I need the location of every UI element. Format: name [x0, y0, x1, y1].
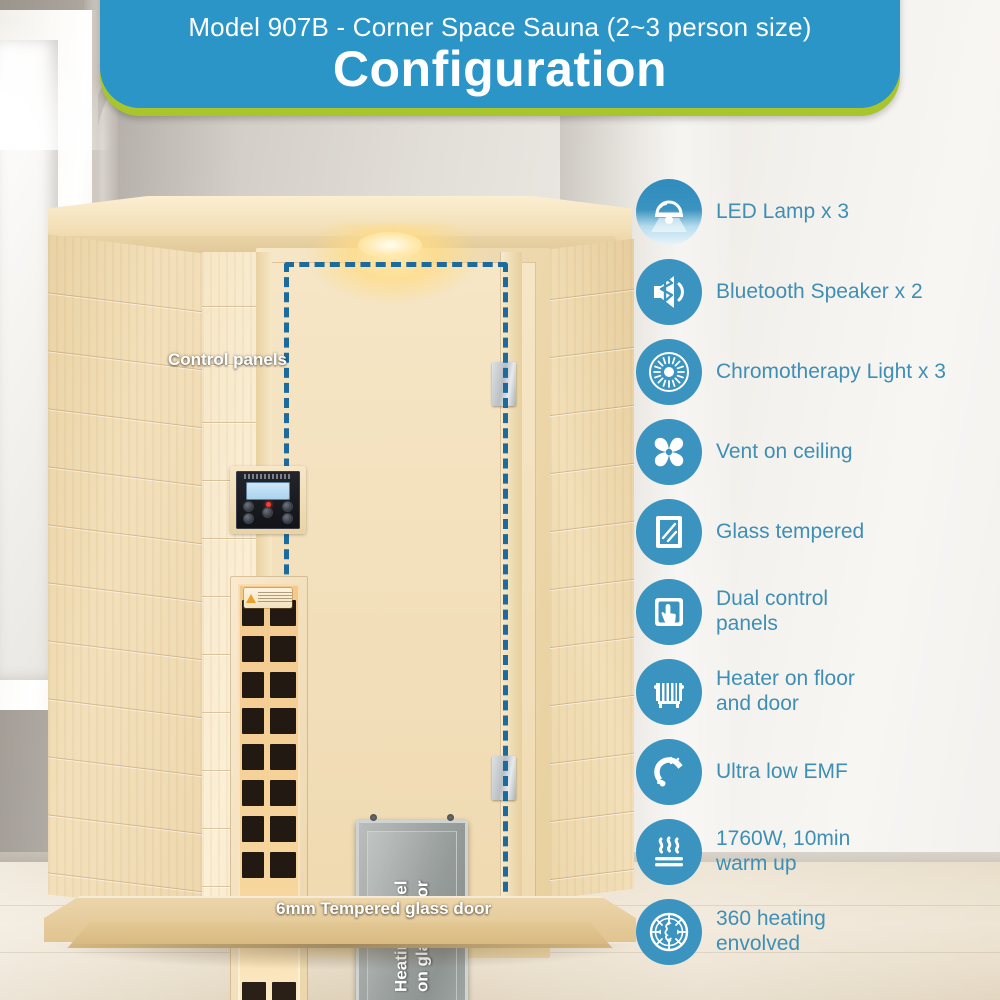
feature-item-chromotherapy-light[interactable]: Chromotherapy Light x 3	[636, 332, 996, 412]
carbon-heater-panel	[242, 744, 264, 770]
banner-title: Configuration	[332, 41, 668, 97]
banner-blue-panel: Model 907B - Corner Space Sauna (2~3 per…	[100, 0, 900, 108]
warning-label	[244, 588, 292, 608]
cabinet-ground-shadow	[50, 944, 640, 970]
led-lamp-icon	[636, 179, 702, 245]
header-banner: Model 907B - Corner Space Sauna (2~3 per…	[100, 0, 900, 116]
magnet-emf-icon	[636, 739, 702, 805]
tempered-glass-icon	[636, 499, 702, 565]
feature-label: LED Lamp x 3	[716, 199, 850, 223]
feature-item-vent[interactable]: Vent on ceiling	[636, 412, 996, 492]
carbon-heater-panel	[272, 982, 296, 1000]
banner-subtitle: Model 907B - Corner Space Sauna (2~3 per…	[188, 12, 812, 42]
callout-tempered-glass-door: 6mm Tempered glass door	[276, 899, 492, 918]
carbon-heater-panel	[270, 780, 296, 806]
carbon-heater-panel	[270, 636, 296, 662]
carbon-heater-panel	[242, 982, 266, 1000]
radiator-heater-icon	[636, 659, 702, 725]
feature-label: Ultra low EMF	[716, 759, 848, 783]
carbon-heater-panel	[242, 636, 264, 662]
heating-panel-screw	[370, 814, 377, 821]
control-panel[interactable]	[230, 466, 306, 534]
feature-label: Bluetooth Speaker x 2	[716, 279, 923, 303]
control-panel-buttons[interactable]	[244, 502, 292, 526]
heat-waves-icon	[636, 819, 702, 885]
floor-seam	[0, 952, 1000, 953]
control-panel-lcd-display	[246, 482, 290, 500]
heating-panel-screw	[447, 814, 454, 821]
cabinet-left-panel	[48, 234, 208, 914]
feature-item-bluetooth-speaker[interactable]: Bluetooth Speaker x 2	[636, 252, 996, 332]
carbon-heater-panel	[242, 816, 264, 842]
feature-list: LED Lamp x 3 Bluetooth Speaker x 2	[636, 172, 996, 972]
chromotherapy-light-icon	[636, 339, 702, 405]
control-panel-brand	[244, 474, 292, 479]
carbon-heater-panel	[270, 852, 296, 878]
sauna-cabinet-photo: Heating panel on glass door	[40, 196, 640, 1000]
bluetooth-speaker-icon	[636, 259, 702, 325]
plank-lines	[48, 234, 208, 914]
cabinet-plinth	[67, 922, 613, 948]
carbon-heater-panel	[270, 816, 296, 842]
carbon-heater-panel	[242, 780, 264, 806]
warning-triangle-icon	[246, 593, 256, 603]
feature-item-led-lamp[interactable]: LED Lamp x 3	[636, 172, 996, 252]
callout-control-panels: Control panels	[168, 350, 288, 369]
feature-label: Vent on ceiling	[716, 439, 853, 463]
carbon-heater-panel	[242, 852, 264, 878]
feature-label: Glass tempered	[716, 519, 865, 543]
carbon-heater-panel	[270, 672, 296, 698]
carbon-heater-panel	[242, 708, 264, 734]
touch-control-icon	[636, 579, 702, 645]
carbon-heater-panel	[242, 672, 264, 698]
carbon-heater-panel	[270, 708, 296, 734]
carbon-heater-panel	[270, 744, 296, 770]
360-heating-icon	[636, 899, 702, 965]
ceiling-led-lamp	[358, 232, 422, 258]
feature-item-low-emf[interactable]: Ultra low EMF	[636, 732, 996, 812]
control-panel-face	[236, 471, 300, 529]
vent-fan-icon	[636, 419, 702, 485]
warning-label-text-lines	[258, 592, 292, 604]
feature-item-tempered-glass[interactable]: Glass tempered	[636, 492, 996, 572]
control-panel-power-led	[266, 502, 271, 507]
feature-label: Chromotherapy Light x 3	[716, 359, 946, 383]
